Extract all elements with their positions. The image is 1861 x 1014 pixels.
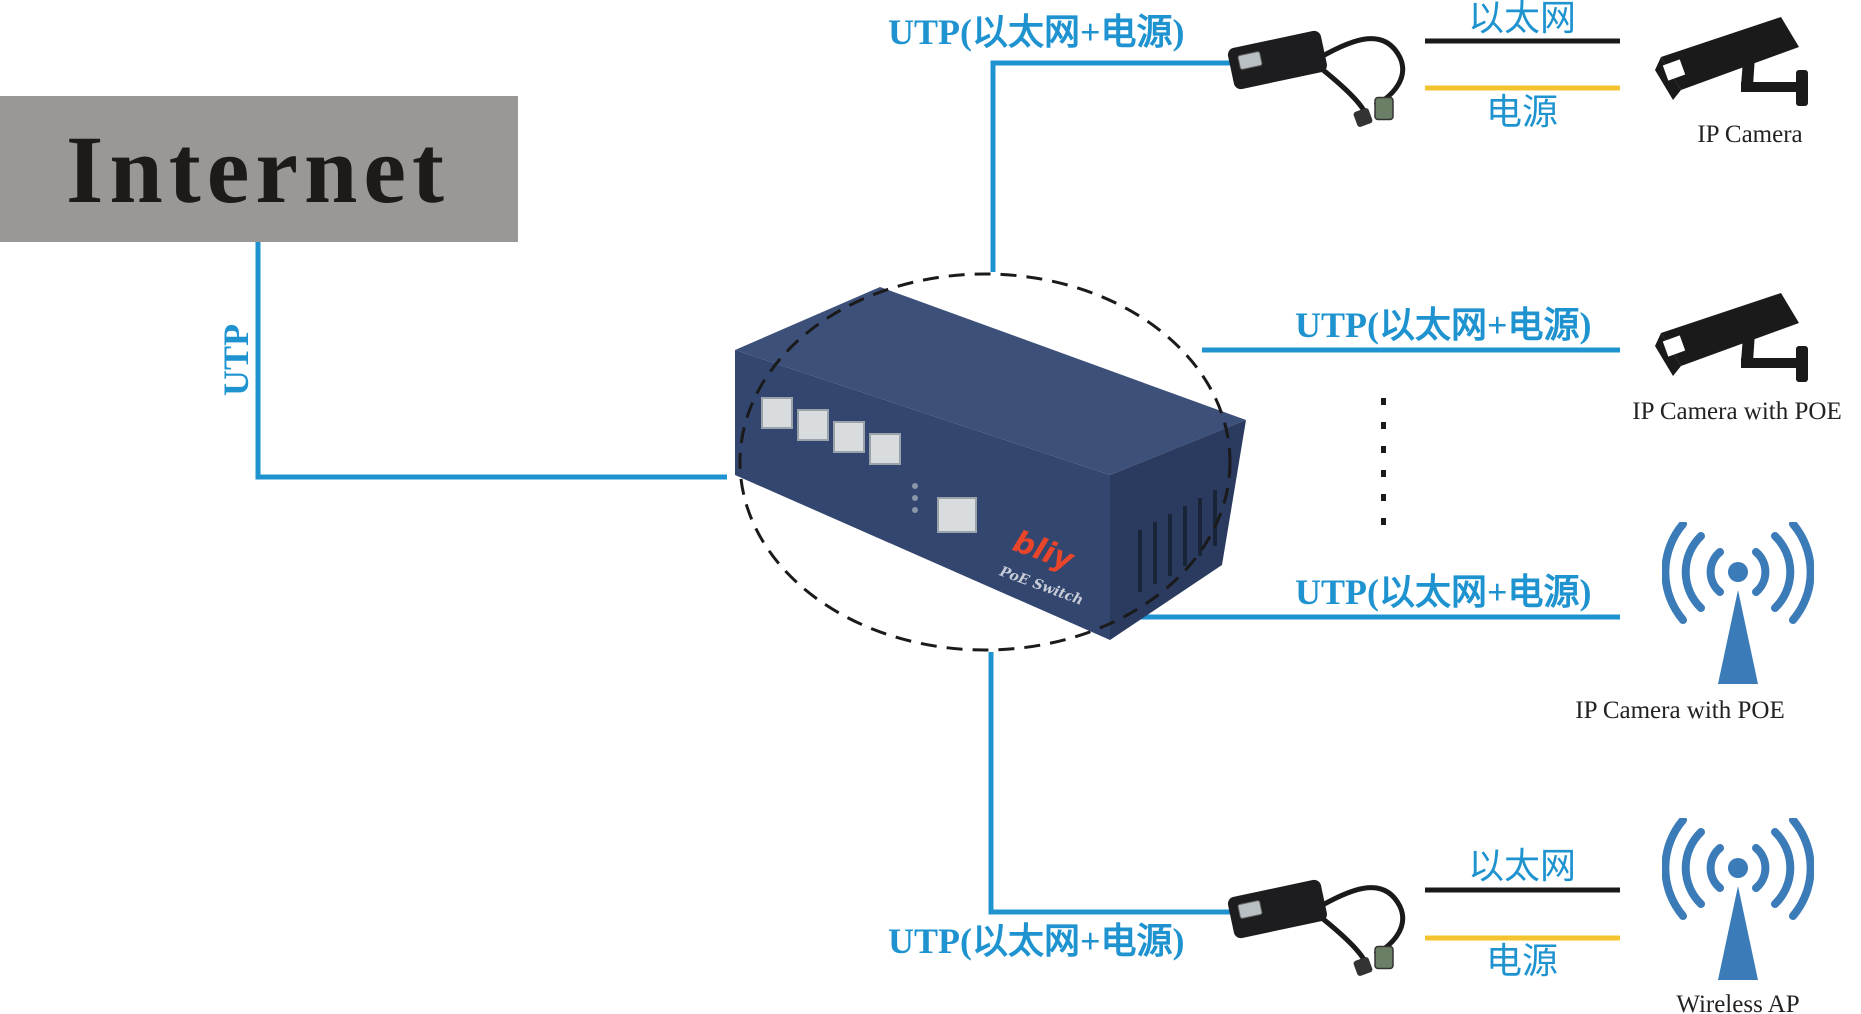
rj45-uplink-port bbox=[937, 497, 977, 533]
branch-2-camera-icon bbox=[1655, 293, 1808, 382]
switch-led-indicators bbox=[912, 483, 918, 513]
poe-switch: bliy PoE Switch bbox=[735, 287, 1246, 640]
branch-1-power-label: 电源 bbox=[1486, 92, 1558, 133]
branch-2-cable-label: UTP(以太网+电源) bbox=[1295, 305, 1592, 345]
branch-2-device-label: IP Camera with POE bbox=[1632, 398, 1841, 425]
branch-4-cable-label: UTP(以太网+电源) bbox=[888, 921, 1185, 961]
branch-4-power-label: 电源 bbox=[1486, 941, 1558, 982]
switch-highlight-ellipse bbox=[738, 272, 1232, 652]
rj45-port-3 bbox=[833, 421, 865, 453]
branch-1-splitter-icon bbox=[1227, 30, 1403, 128]
branch-4: UTP(以太网+电源) 以太网 电源 Wireless AP bbox=[888, 652, 1811, 1014]
branch-4-cable bbox=[988, 652, 1232, 915]
switch-ports bbox=[761, 397, 977, 533]
branch-1: UTP(以太网+电源) 以太网 电源 IP Camera bbox=[888, 0, 1808, 272]
internet-label: Internet bbox=[66, 116, 450, 223]
switch-top bbox=[735, 287, 1246, 475]
branch-4-ethernet-label: 以太网 bbox=[1468, 846, 1576, 887]
branch-2: UTP(以太网+电源) IP Camera with POE bbox=[1202, 293, 1842, 425]
branch-3-device-label: IP Camera with POE bbox=[1575, 697, 1784, 724]
branch-3: UTP(以太网+电源) IP Camera with POE bbox=[1140, 524, 1811, 724]
uplink-label: UTP bbox=[216, 324, 256, 396]
rj45-port-2 bbox=[797, 409, 829, 441]
branch-1-cable bbox=[990, 60, 1232, 272]
internet-node: Internet bbox=[0, 96, 518, 242]
rj45-port-4 bbox=[869, 433, 901, 465]
internet-box bbox=[0, 96, 518, 242]
branch-1-device-label: IP Camera bbox=[1697, 121, 1802, 148]
branch-1-ethernet-label: 以太网 bbox=[1468, 0, 1576, 39]
uplink-cable: UTP bbox=[216, 242, 727, 480]
switch-side bbox=[1110, 420, 1246, 640]
branch-1-cable-label: UTP(以太网+电源) bbox=[888, 12, 1185, 52]
branch-1-camera-icon bbox=[1655, 17, 1808, 106]
branch-3-wireless-icon bbox=[1665, 524, 1810, 684]
branch-4-device-label: Wireless AP bbox=[1676, 991, 1799, 1014]
branch-4-wireless-icon bbox=[1665, 820, 1810, 980]
branch-3-cable-label: UTP(以太网+电源) bbox=[1295, 572, 1592, 612]
uplink-line bbox=[255, 242, 727, 480]
rj45-port-1 bbox=[761, 397, 793, 429]
branch-4-splitter-icon bbox=[1227, 879, 1403, 977]
switch-vents bbox=[1138, 490, 1217, 592]
more-ports-ellipsis bbox=[1381, 398, 1386, 525]
